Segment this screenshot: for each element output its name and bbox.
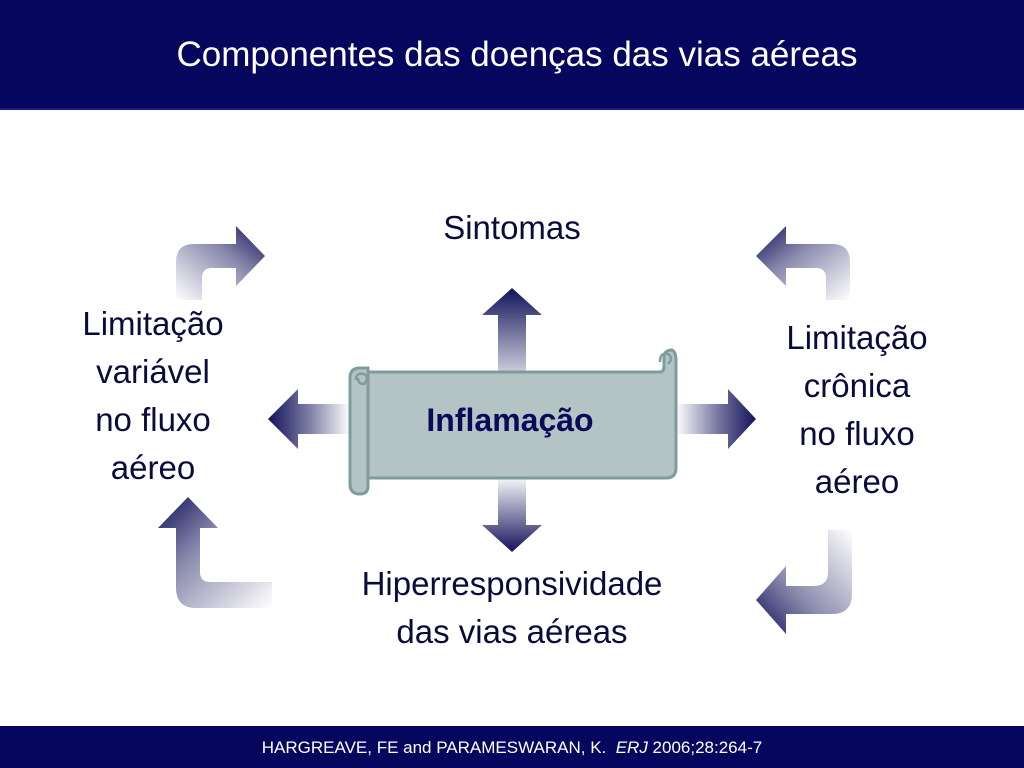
node-right-line2: crônica [803, 367, 911, 404]
node-hyperresponsiveness-line2: das vias aéreas [396, 613, 628, 650]
citation-journal: ERJ [615, 738, 648, 757]
citation-reference: 2006;28:264-7 [647, 738, 763, 757]
title-banner: Componentes das doenças das vias aéreas [0, 0, 1024, 110]
inflammation-scroll [348, 348, 678, 496]
curved-arrow-bottom-left [158, 497, 272, 608]
node-hyperresponsiveness-line1: Hiperresponsividade [361, 565, 663, 602]
center-inflammation: Inflamação [426, 402, 594, 438]
node-right-line4: aéreo [814, 463, 900, 500]
curved-arrow-bottom-right [756, 530, 852, 634]
citation-authors: HARGREAVE, FE and PARAMESWARAN, K. [261, 738, 616, 757]
arrow-up-to-symptoms [482, 288, 542, 395]
curved-arrow-top-left [176, 226, 265, 300]
node-right-line1: Limitação [786, 319, 928, 356]
arrow-down-to-hyperresponsiveness [482, 475, 542, 552]
node-symptoms: Sintomas [443, 209, 581, 246]
node-right-line3: no fluxo [799, 415, 915, 452]
diagram-graphic [158, 226, 852, 634]
curved-arrow-top-right [756, 226, 850, 300]
arrow-left-to-variable-limitation [268, 389, 350, 449]
citation: HARGREAVE, FE and PARAMESWARAN, K. ERJ 2… [0, 737, 1024, 759]
footer-banner: HARGREAVE, FE and PARAMESWARAN, K. ERJ 2… [0, 726, 1024, 768]
node-variable-limitation: Limitação variável no fluxo aéreo [40, 300, 266, 492]
arrow-right-to-chronic-limitation [676, 389, 756, 449]
node-left-line4: aéreo [110, 449, 196, 486]
node-chronic-limitation: Limitação crônica no fluxo aéreo [750, 314, 964, 506]
node-left-line3: no fluxo [95, 401, 211, 438]
slide-title: Componentes das doenças das vias aéreas [176, 35, 858, 74]
node-hyperresponsiveness: Hiperresponsividade das vias aéreas [300, 560, 724, 656]
node-left-line1: Limitação [82, 305, 224, 342]
node-left-line2: variável [96, 353, 210, 390]
